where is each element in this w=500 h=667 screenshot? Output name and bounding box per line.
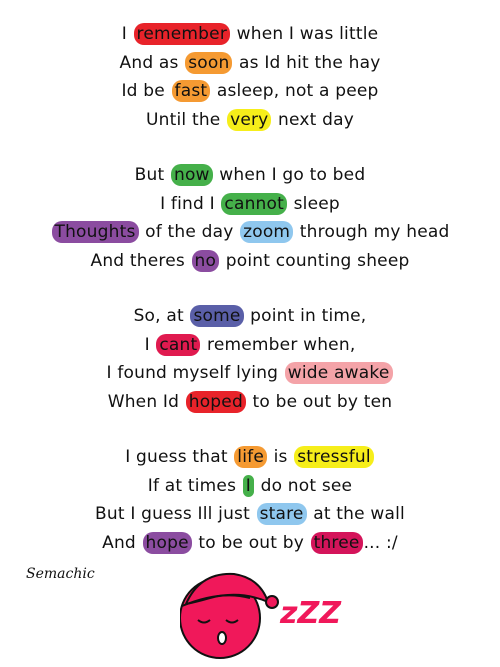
poem-line: I remember when I was little — [0, 20, 500, 49]
line-text: I found myself lying — [106, 363, 284, 383]
highlighted-word: now — [170, 164, 213, 186]
line-text: And as — [119, 52, 185, 73]
line-text: next day — [272, 109, 354, 130]
pompom-icon — [265, 595, 279, 609]
poem-line: Thoughts of the day zoom through my head — [0, 218, 500, 247]
highlighted-word: no — [191, 249, 220, 272]
artist-signature: Semachic — [26, 566, 95, 582]
poem-line: I guess that life is stressful — [0, 443, 500, 472]
line-text: point in time, — [244, 306, 367, 326]
line-text: I guess that — [125, 447, 234, 467]
line-text: point counting sheep — [220, 250, 410, 271]
line-text: at the wall — [307, 504, 405, 524]
poem-line: When Id hoped to be out by ten — [0, 388, 500, 417]
highlighted-word: fast — [171, 80, 211, 102]
poem-line: I cant remember when, — [0, 331, 500, 360]
line-text: I — [121, 24, 133, 44]
line-text: through my head — [294, 222, 450, 242]
highlighted-word: some — [190, 305, 244, 327]
line-text: when I go to bed — [213, 165, 366, 185]
highlighted-word: stare — [256, 503, 307, 525]
line-text: And — [102, 532, 142, 553]
line-text: And theres — [90, 250, 191, 271]
line-text: If at times — [147, 475, 242, 496]
poem-line: Until the very next day — [0, 106, 500, 135]
line-text: When Id — [107, 391, 185, 412]
highlighted-word: cannot — [221, 192, 287, 215]
poem-line: I find I cannot sleep — [0, 190, 500, 219]
highlighted-word: very — [227, 108, 272, 131]
line-text: I — [144, 334, 156, 355]
poem-line: And as soon as Id hit the hay — [0, 49, 500, 78]
poem-line: I found myself lying wide awake — [0, 359, 500, 388]
line-text: when I was little — [231, 24, 379, 44]
line-text: to be out by — [192, 532, 310, 553]
poem-line: Id be fast asleep, not a peep — [0, 77, 500, 106]
zzz-text: zZZ — [279, 596, 342, 631]
poem-line: But now when I go to bed — [0, 161, 500, 190]
line-text: So, at — [133, 306, 190, 326]
poem-line: So, at some point in time, — [0, 302, 500, 331]
line-text: of the day — [139, 222, 240, 242]
poem-line: But I guess Ill just stare at the wall — [0, 500, 500, 529]
highlighted-word: hoped — [185, 390, 246, 413]
highlighted-word: hope — [142, 531, 192, 554]
highlighted-word: life — [234, 446, 267, 468]
highlighted-word: I — [242, 474, 254, 497]
line-text: But — [134, 165, 170, 185]
line-text: remember when, — [201, 334, 356, 355]
line-text: is — [268, 447, 294, 467]
line-text: Id be — [121, 81, 171, 101]
highlighted-word: zoom — [240, 221, 294, 243]
line-text: But I guess Ill just — [95, 504, 256, 524]
line-text: to be out by ten — [246, 391, 393, 412]
sleeping-face-illustration: zZZ — [180, 572, 342, 659]
highlighted-word: remember — [133, 23, 231, 45]
highlighted-word: Thoughts — [51, 221, 139, 243]
highlighted-word: three — [310, 531, 363, 554]
line-text: Until the — [146, 109, 227, 130]
poem-line: And theres no point counting sheep — [0, 247, 500, 276]
poem-line: And hope to be out by three... :/ — [0, 529, 500, 558]
poem-line: If at times I do not see — [0, 472, 500, 501]
line-text: I find I — [160, 193, 221, 214]
highlighted-word: soon — [185, 51, 233, 74]
highlighted-word: cant — [156, 333, 201, 356]
highlighted-word: wide awake — [284, 362, 393, 384]
stanza: So, at some point in time,I cant remembe… — [0, 302, 500, 416]
line-text: as Id hit the hay — [233, 52, 381, 73]
line-text: asleep, not a peep — [211, 81, 379, 101]
line-text: ... :/ — [363, 532, 398, 553]
highlighted-word: stressful — [294, 446, 374, 468]
line-text: do not see — [254, 475, 353, 496]
line-text: sleep — [288, 193, 340, 214]
